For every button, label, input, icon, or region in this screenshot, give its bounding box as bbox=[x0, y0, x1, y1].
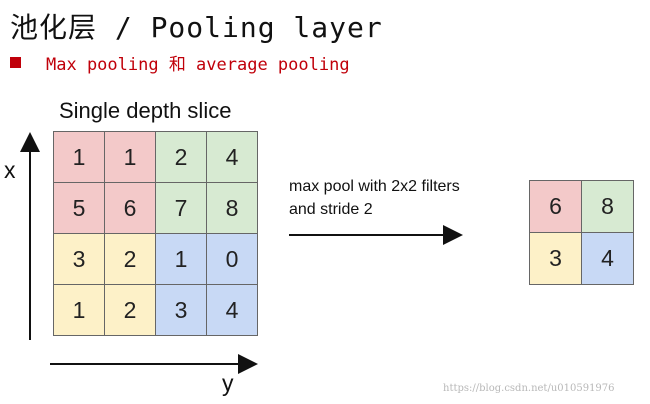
input-grid-cell: 6 bbox=[104, 182, 156, 234]
input-grid-cell: 4 bbox=[206, 284, 258, 336]
output-grid-cell: 4 bbox=[581, 232, 634, 285]
axis-x-label: x bbox=[4, 157, 16, 183]
input-grid-cell: 3 bbox=[53, 233, 105, 285]
input-grid-cell: 2 bbox=[155, 131, 207, 183]
operation-text-line2: and stride 2 bbox=[289, 201, 373, 218]
operation-text: max pool with 2x2 filters and stride 2 bbox=[289, 175, 460, 221]
operation-text-line1: max pool with 2x2 filters bbox=[289, 178, 460, 195]
bullet-square-icon bbox=[10, 56, 21, 68]
subtitle: Max pooling 和 average pooling bbox=[46, 54, 350, 75]
input-grid-cell: 1 bbox=[53, 131, 105, 183]
input-grid-cell: 4 bbox=[206, 131, 258, 183]
input-grid-cell: 5 bbox=[53, 182, 105, 234]
output-grid-cell: 6 bbox=[529, 180, 582, 233]
slice-title: Single depth slice bbox=[59, 98, 232, 123]
input-grid-cell: 1 bbox=[155, 233, 207, 285]
axis-y-label: y bbox=[222, 370, 234, 396]
page-title: 池化层 / Pooling layer bbox=[10, 11, 383, 44]
input-grid-cell: 2 bbox=[104, 284, 156, 336]
input-grid-cell: 7 bbox=[155, 182, 207, 234]
input-grid-cell: 0 bbox=[206, 233, 258, 285]
watermark: https://blog.csdn.net/u010591976 bbox=[443, 383, 615, 394]
bullet-line: Max pooling 和 average pooling bbox=[10, 51, 350, 75]
output-grid-cell: 8 bbox=[581, 180, 634, 233]
input-grid-cell: 8 bbox=[206, 182, 258, 234]
